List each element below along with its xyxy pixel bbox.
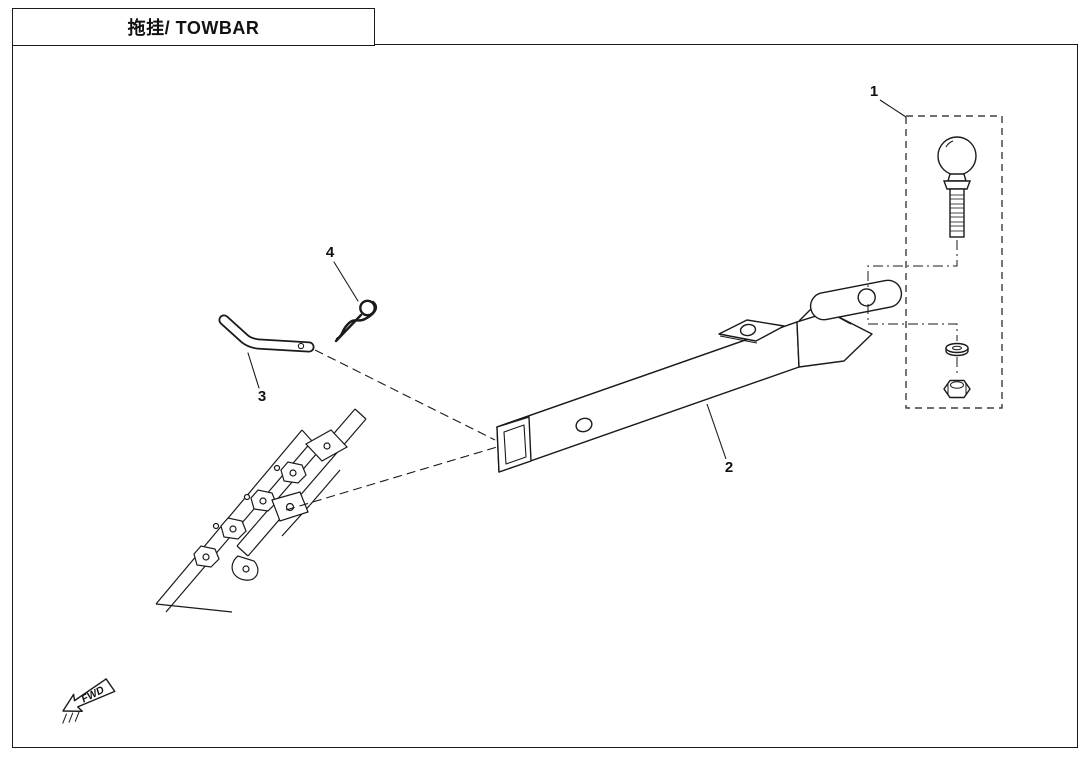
callout-leader-line xyxy=(879,99,907,118)
towbar-open-end-inner xyxy=(503,424,527,465)
frame-to-towbar-dashed-line xyxy=(285,446,498,511)
diagram-title-box: 拖挂/ TOWBAR xyxy=(12,8,375,46)
vehicle-frame-section xyxy=(155,408,367,613)
fwd-arrow-icon xyxy=(62,678,116,713)
towbar-top-tab xyxy=(718,319,785,344)
flat-washer xyxy=(945,342,969,357)
frame-clamp-bracket xyxy=(193,545,220,568)
tow-ball-flange xyxy=(942,180,972,190)
hitch-pin-body xyxy=(220,316,313,351)
assembly-dashed-lines xyxy=(285,349,498,511)
stud-thread-lines xyxy=(950,194,964,232)
r-clip-wavy-leg xyxy=(335,300,378,341)
towbar-pin-hole xyxy=(575,417,593,433)
towbar-plate-connector-line xyxy=(798,308,812,322)
assembly-centerlines xyxy=(867,240,958,376)
callout-part4: 4 xyxy=(326,244,359,302)
pin-to-towbar-dashed-line xyxy=(314,349,496,441)
towbar-end-gusset xyxy=(796,311,873,368)
callout-leader-line xyxy=(706,403,727,460)
callout-part3: 3 xyxy=(247,352,266,405)
part-towbar-beam: 2 xyxy=(496,279,903,476)
frame-hook-bracket xyxy=(231,555,259,581)
part-towball-assembly: 1 xyxy=(867,83,1003,409)
callout-label-3: 3 xyxy=(258,388,266,405)
callout-label-1: 1 xyxy=(870,83,878,100)
towbar-hitch-plate xyxy=(809,279,903,321)
callout-label-2: 2 xyxy=(725,459,733,476)
part-hitch-pin: 3 xyxy=(218,314,315,405)
diagram-border-frame xyxy=(12,44,1078,748)
towbar-side-face xyxy=(496,321,800,473)
diagram-title: 拖挂/ TOWBAR xyxy=(127,18,260,38)
frame-bolt-holes xyxy=(212,464,281,530)
hitch-pin-clip-hole xyxy=(297,342,305,350)
fwd-direction-arrow: FWD xyxy=(62,678,116,724)
part-r-clip: 4 xyxy=(326,244,378,343)
hex-nut xyxy=(943,379,971,399)
callout-label-4: 4 xyxy=(326,244,335,261)
callout-part2: 2 xyxy=(706,403,733,476)
frame-clamp-bracket xyxy=(220,517,247,540)
tow-ball-highlight xyxy=(945,140,954,148)
towball-dashed-group-box xyxy=(905,115,1003,409)
frame-upper-bracket xyxy=(305,429,348,462)
frame-receiver-bracket xyxy=(271,491,309,522)
fwd-arrow-hatch-marks xyxy=(62,711,80,724)
tow-ball xyxy=(937,136,977,176)
callout-leader-line xyxy=(247,352,260,389)
frame-clamp-bracket xyxy=(280,461,307,484)
callout-leader-line xyxy=(333,261,359,302)
tow-ball-neck xyxy=(947,173,967,182)
callout-part1: 1 xyxy=(870,83,907,118)
